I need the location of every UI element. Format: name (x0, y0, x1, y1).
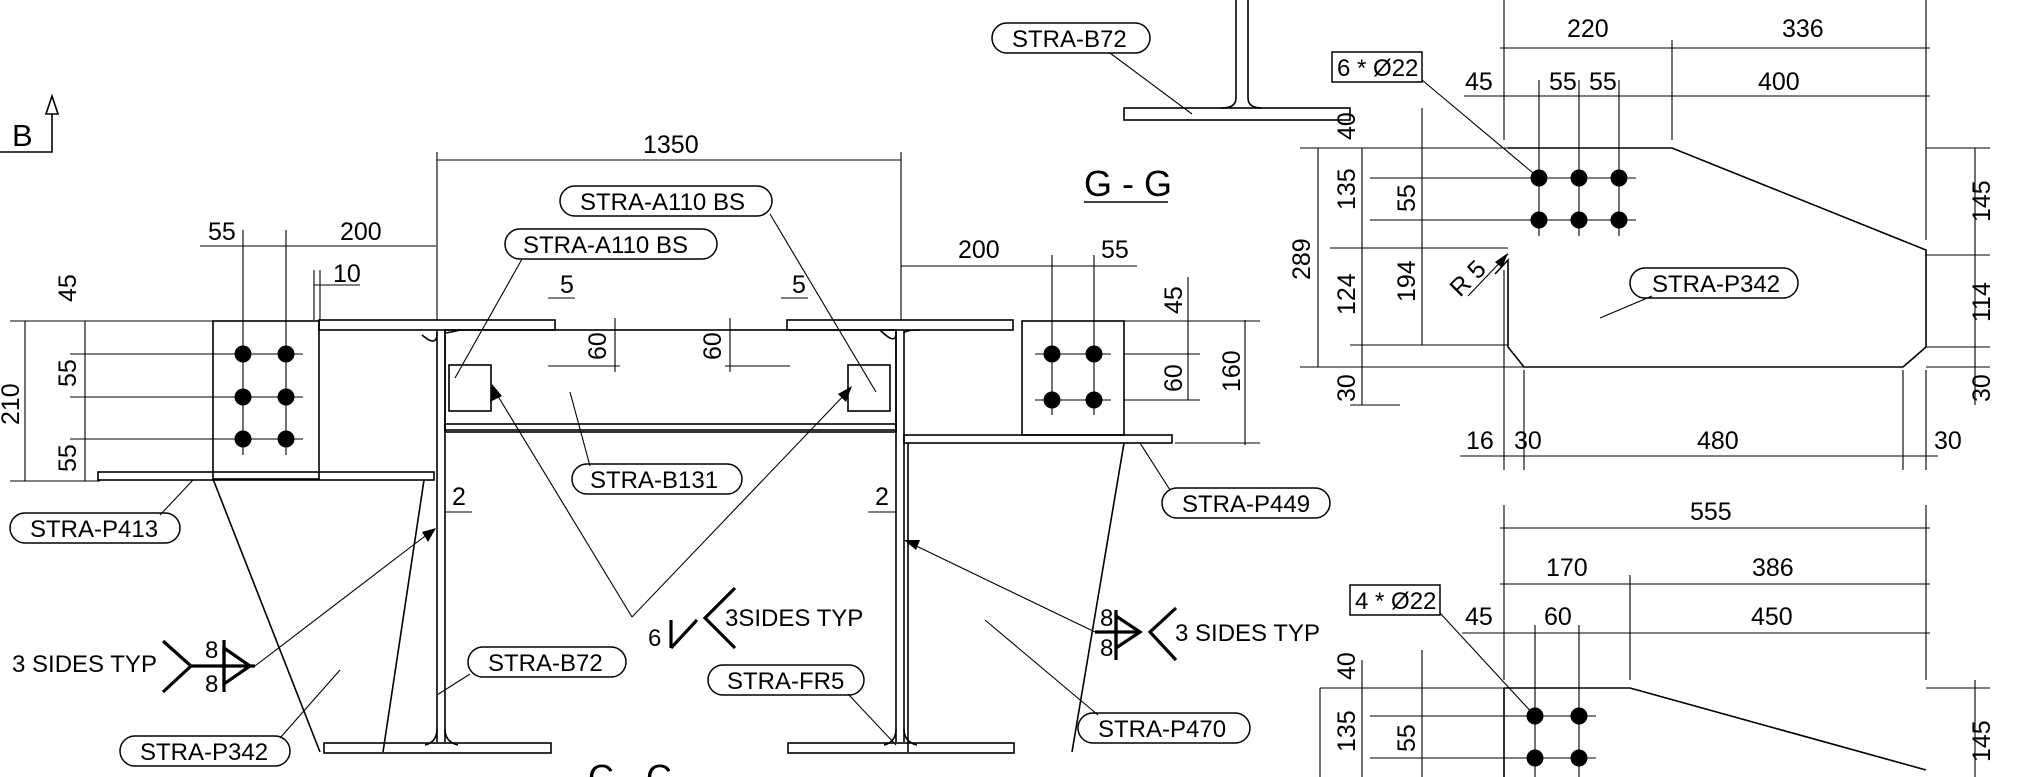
dim-60-a: 60 (584, 332, 612, 360)
dimensions-gg: 220 336 45 55 55 400 40 135 55 289 124 1… (1288, 0, 1996, 470)
bolt-group-right (1035, 255, 1111, 415)
dim-450: 450 (1751, 603, 1793, 631)
dim-40-b: 40 (1333, 652, 1361, 680)
dim-55-right: 55 (1101, 236, 1129, 264)
dim-220: 220 (1567, 15, 1609, 43)
weld-symbol-center: 6 3SIDES TYP (490, 384, 863, 652)
dim-160: 160 (1218, 350, 1246, 392)
dim-135-b: 135 (1333, 710, 1361, 752)
dim-555: 555 (1690, 498, 1732, 526)
dim-5-b: 5 (792, 271, 806, 299)
dim-55-l1: 55 (54, 359, 82, 387)
label-p413: STRA-P413 (30, 516, 158, 543)
bolt-label-top: 6 * Ø22 (1337, 55, 1418, 82)
dim-194: 194 (1393, 260, 1421, 302)
dim-55-l2: 55 (54, 444, 82, 472)
weld-symbol-right: 8 8 3 SIDES TYP (904, 540, 1320, 662)
dim-200-right: 200 (958, 236, 1000, 264)
weld-right-size-bottom: 8 (1100, 635, 1113, 662)
dim-170: 170 (1546, 554, 1588, 582)
dim-55-b: 55 (1393, 724, 1421, 752)
plate-lower (1503, 625, 1927, 777)
label-p449: STRA-P449 (1182, 491, 1310, 518)
dim-45-top: 45 (1465, 68, 1493, 96)
weld-left-text: 3 SIDES TYP (12, 651, 157, 678)
dim-386: 386 (1752, 554, 1794, 582)
dim-30-h1: 30 (1514, 427, 1542, 455)
label-b131: STRA-B131 (590, 467, 718, 494)
dim-30-h2: 30 (1934, 427, 1962, 455)
dim-16: 16 (1466, 427, 1494, 455)
dim-r5: R 5 (1444, 255, 1491, 302)
dimensions-lower: 555 170 386 45 60 450 40 135 55 145 4 * … (1319, 498, 1996, 777)
weld-right-size-top: 8 (1100, 605, 1113, 632)
weld-left-size-top: 8 (205, 637, 218, 664)
dim-400: 400 (1758, 68, 1800, 96)
weld-center-text: 3SIDES TYP (725, 605, 863, 632)
label-b72-bottom: STRA-B72 (488, 650, 603, 677)
dim-10: 10 (333, 260, 361, 288)
weld-center-size: 6 (648, 625, 661, 652)
label-fr5: STRA-FR5 (727, 668, 844, 695)
top-beam-section (1123, 0, 1351, 121)
weld-symbol-left: 3 SIDES TYP 8 8 (12, 528, 436, 698)
dim-55-left: 55 (208, 218, 236, 246)
label-p470: STRA-P470 (1098, 716, 1226, 743)
dim-289: 289 (1288, 238, 1316, 280)
label-a110-2: STRA-A110 BS (523, 232, 688, 259)
dim-114: 114 (1968, 282, 1996, 322)
dim-45-b: 45 (1465, 603, 1493, 631)
bolt-group-left (226, 230, 303, 455)
dim-5-a: 5 (560, 271, 574, 299)
section-gg-title-text: G - G (1084, 163, 1172, 204)
weld-right-text: 3 SIDES TYP (1175, 620, 1320, 647)
dim-55-t2: 55 (1589, 68, 1617, 96)
dim-200-left: 200 (340, 218, 382, 246)
label-b72-top: STRA-B72 (1012, 26, 1127, 53)
dim-145-b: 145 (1968, 720, 1996, 762)
main-assembly (97, 319, 1173, 754)
dim-210: 210 (0, 383, 25, 425)
dim-40-top: 40 (1333, 112, 1361, 140)
part-labels: STRA-B72 STRA-A110 BS STRA-A110 BS STRA-… (9, 22, 1799, 767)
dim-2-left: 2 (452, 483, 466, 511)
dim-124: 124 (1333, 273, 1361, 315)
dim-145-top: 145 (1968, 180, 1996, 222)
dim-60-b2: 60 (1544, 603, 1572, 631)
weld-left-size-bottom: 8 (205, 671, 218, 698)
section-marker-b: B (0, 93, 60, 153)
dim-45-left: 45 (54, 274, 82, 302)
dim-60-b: 60 (699, 332, 727, 360)
dim-135-top: 135 (1333, 168, 1361, 210)
dim-2-right: 2 (875, 483, 889, 511)
dim-30-v: 30 (1333, 374, 1361, 402)
dim-60-r: 60 (1160, 364, 1188, 392)
label-p342-right: STRA-P342 (1652, 271, 1780, 298)
dim-1350: 1350 (643, 131, 699, 159)
label-p342-left: STRA-P342 (140, 739, 268, 766)
section-gg-title: G - G (1084, 163, 1172, 204)
dim-55-v: 55 (1393, 184, 1421, 212)
dimensions-main: 1350 55 200 10 5 5 200 55 45 55 55 210 6… (0, 131, 1260, 513)
dim-30-vr: 30 (1968, 374, 1996, 402)
section-marker-label: B (12, 118, 33, 153)
dim-480: 480 (1697, 427, 1739, 455)
section-cc-title-text: C - C (588, 757, 672, 777)
dim-45-right: 45 (1160, 286, 1188, 314)
dim-336: 336 (1782, 15, 1824, 43)
plate-gg (1494, 80, 1927, 368)
label-a110-1: STRA-A110 BS (580, 189, 745, 216)
dim-55-t1: 55 (1549, 68, 1577, 96)
bolt-label-bottom: 4 * Ø22 (1355, 588, 1436, 615)
